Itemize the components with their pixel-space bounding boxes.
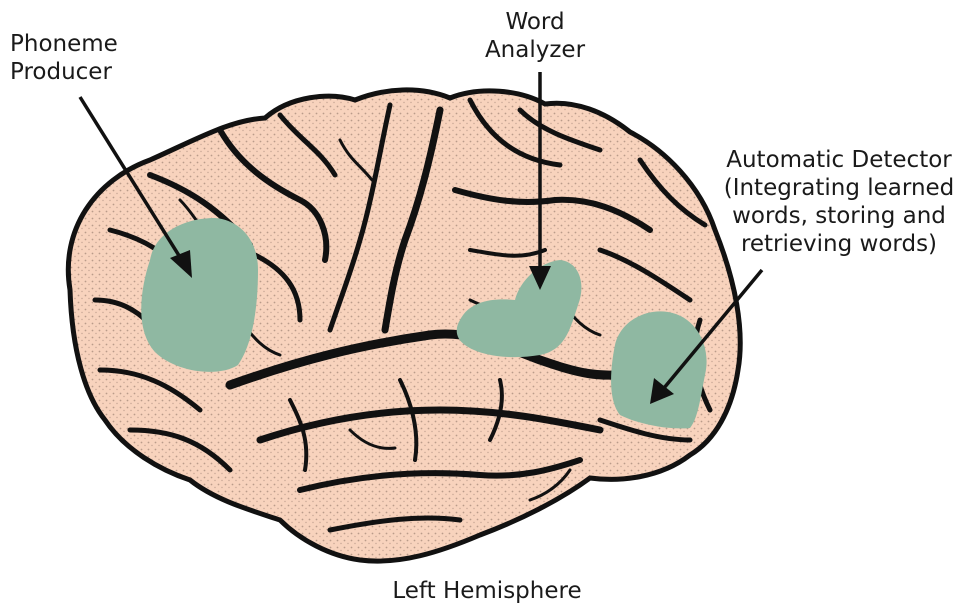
label-automatic-detector-line-1: Automatic Detector <box>705 146 973 174</box>
label-automatic-detector-line-2: (Integrating learned <box>705 174 973 202</box>
label-phoneme-producer-line-2: Producer <box>10 58 118 86</box>
label-automatic-detector-line-3: words, storing and <box>705 202 973 230</box>
figure-caption: Left Hemisphere <box>0 577 974 605</box>
label-automatic-detector: Automatic Detector (Integrating learned … <box>705 146 973 258</box>
label-phoneme-producer: Phoneme Producer <box>10 30 118 86</box>
region-automatic-detector <box>611 311 707 428</box>
label-word-analyzer-line-1: Word <box>470 8 600 36</box>
label-automatic-detector-line-4: retrieving words) <box>705 230 973 258</box>
label-word-analyzer: Word Analyzer <box>470 8 600 64</box>
label-word-analyzer-line-2: Analyzer <box>470 36 600 64</box>
region-phoneme-producer <box>141 218 258 372</box>
label-phoneme-producer-line-1: Phoneme <box>10 30 118 58</box>
